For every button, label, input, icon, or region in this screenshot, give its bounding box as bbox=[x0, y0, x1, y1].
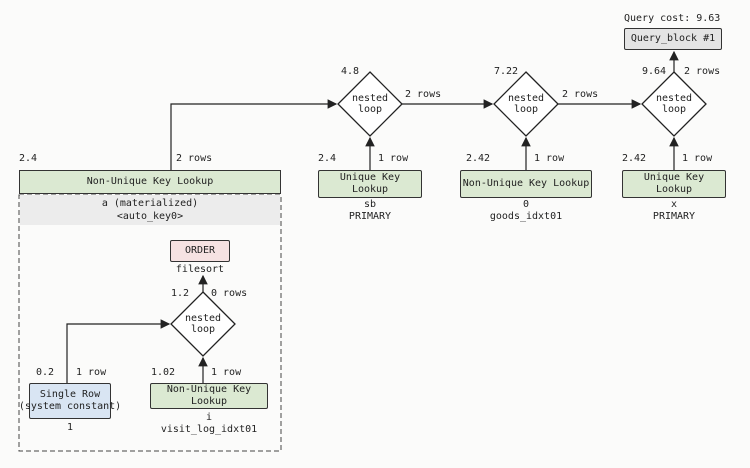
edge-single-to-loop4 bbox=[66, 319, 171, 383]
loop2-cost: 7.22 bbox=[494, 66, 519, 77]
materialized-table: a (materialized) bbox=[101, 198, 199, 209]
loop4-cost: 1.2 bbox=[171, 288, 190, 299]
query-block-node[interactable]: Query_block #1 bbox=[624, 28, 722, 50]
single-row-rows: 1 row bbox=[76, 367, 107, 378]
goods-table: 0 bbox=[522, 199, 530, 210]
single-row-node[interactable]: Single Row (system constant) bbox=[19, 383, 121, 419]
sb-table: sb bbox=[363, 199, 377, 210]
single-row-cost: 0.2 bbox=[36, 367, 55, 378]
sb-lookup-node[interactable]: Unique Key Lookup bbox=[318, 170, 422, 198]
visit-key: visit_log_idxt01 bbox=[160, 424, 258, 435]
visit-rows: 1 row bbox=[211, 367, 242, 378]
x-cost: 2.42 bbox=[622, 153, 647, 164]
order-sub: filesort bbox=[175, 264, 225, 275]
loop3-rows: 2 rows bbox=[684, 66, 721, 77]
nested-loop-1-diamond bbox=[337, 71, 403, 137]
materialized-cost: 2.4 bbox=[19, 153, 38, 164]
loop1-label: nested loop bbox=[351, 93, 389, 115]
nested-loop-2-diamond bbox=[493, 71, 559, 137]
single-row-table: 1 bbox=[66, 422, 74, 433]
loop4-label: nested loop bbox=[184, 313, 222, 335]
sb-key: PRIMARY bbox=[348, 211, 392, 222]
loop1-rows: 2 rows bbox=[405, 89, 442, 100]
visit-cost: 1.02 bbox=[151, 367, 176, 378]
visit-lookup-node[interactable]: Non-Unique Key Lookup bbox=[150, 383, 268, 409]
order-node[interactable]: ORDER bbox=[170, 240, 230, 262]
materialized-header-bg bbox=[20, 195, 280, 225]
x-key: PRIMARY bbox=[652, 211, 696, 222]
nested-loop-4-diamond bbox=[170, 291, 236, 357]
nested-loop-3-diamond bbox=[641, 71, 707, 137]
loop1-cost: 4.8 bbox=[341, 66, 360, 77]
loop4-rows: 0 rows bbox=[211, 288, 248, 299]
x-rows: 1 row bbox=[682, 153, 713, 164]
goods-key: goods_idxt01 bbox=[489, 211, 563, 222]
materialized-rows: 2 rows bbox=[176, 153, 213, 164]
loop3-label: nested loop bbox=[655, 93, 693, 115]
sb-rows: 1 row bbox=[378, 153, 409, 164]
loop2-rows: 2 rows bbox=[562, 89, 599, 100]
loop3-cost: 9.64 bbox=[642, 66, 667, 77]
sb-cost: 2.4 bbox=[318, 153, 337, 164]
x-lookup-node[interactable]: Unique Key Lookup bbox=[622, 170, 726, 198]
materialized-key: <auto_key0> bbox=[116, 211, 184, 222]
loop2-label: nested loop bbox=[507, 93, 545, 115]
goods-cost: 2.42 bbox=[466, 153, 491, 164]
edge-materialized-to-loop1 bbox=[170, 99, 338, 170]
goods-lookup-node[interactable]: Non-Unique Key Lookup bbox=[460, 170, 592, 198]
query-cost-label: Query cost: 9.63 bbox=[624, 13, 721, 24]
goods-rows: 1 row bbox=[534, 153, 565, 164]
visit-table: i bbox=[205, 412, 213, 423]
x-table: x bbox=[670, 199, 678, 210]
materialized-lookup-node[interactable]: Non-Unique Key Lookup bbox=[19, 170, 281, 194]
